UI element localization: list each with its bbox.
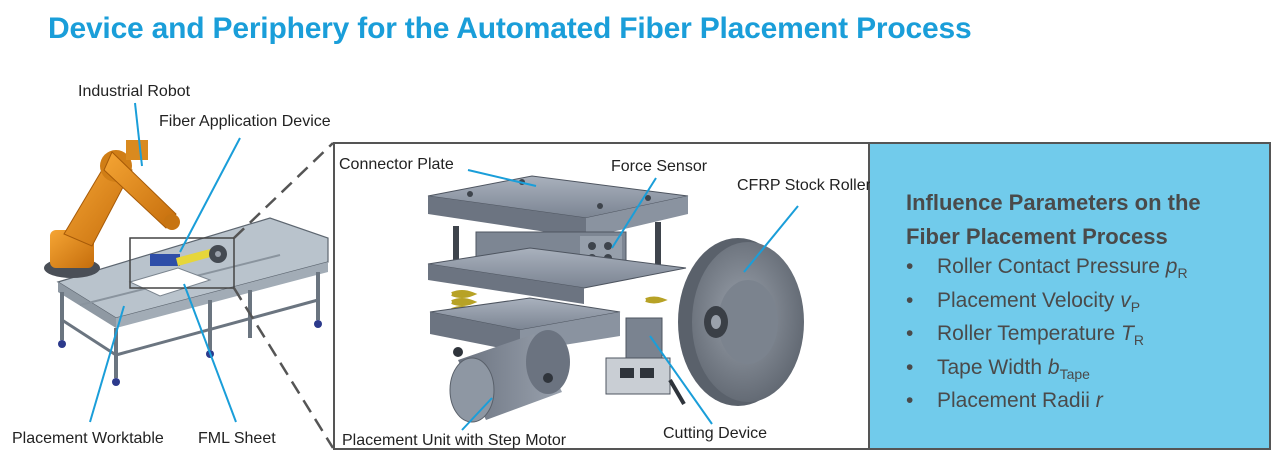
parameter-item: • Roller Temperature TR — [906, 317, 1188, 351]
influence-parameters-panel: Influence Parameters on the Fiber Placem… — [870, 142, 1271, 450]
page-title: Device and Periphery for the Automated F… — [48, 12, 972, 45]
connector-plate-drawing — [427, 175, 689, 238]
label-cfrp-stock-roller: CFRP Stock Roller — [737, 177, 871, 194]
robot-cell-illustration — [44, 140, 329, 386]
label-cutting-device: Cutting Device — [663, 425, 768, 442]
industrial-robot-drawing — [44, 140, 180, 278]
parameter-text: Placement Velocity — [937, 288, 1121, 312]
label-placement-worktable: Placement Worktable — [12, 430, 164, 447]
parameter-symbol: v — [1120, 288, 1131, 312]
bullet-icon: • — [906, 389, 914, 412]
detail-highlight-box — [129, 237, 235, 289]
label-industrial-robot: Industrial Robot — [78, 83, 191, 100]
label-connector-plate: Connector Plate — [339, 156, 454, 173]
parameter-text: Roller Contact Pressure — [937, 255, 1166, 278]
parameters-heading: Influence Parameters on the Fiber Placem… — [906, 190, 1201, 249]
leader-lines — [89, 102, 799, 431]
cfrp-stock-roller-drawing — [678, 238, 804, 406]
label-placement-unit: Placement Unit with Step Motor — [342, 432, 567, 449]
parameter-symbol: b — [1047, 355, 1060, 379]
parameter-subscript: Tape — [1059, 365, 1090, 382]
zoom-line-top — [233, 142, 334, 239]
bullet-icon: • — [906, 255, 914, 278]
zoom-line-bottom — [232, 287, 335, 449]
placement-worktable-drawing — [56, 217, 329, 386]
parameter-item: • Placement Velocity vP — [906, 284, 1188, 318]
fiber-application-device-drawing — [150, 245, 227, 266]
parameters-list: •Roller Contact Pressure pR •Placement V… — [906, 250, 1188, 418]
parameter-subscript: P — [1130, 298, 1141, 315]
parameter-item: • Tape Width bTape — [906, 351, 1188, 385]
parameter-item: • Placement Radii r — [906, 384, 1188, 418]
bullet-icon: • — [906, 355, 914, 379]
parameter-text: Placement Radii — [937, 389, 1096, 412]
label-fml-sheet: FML Sheet — [198, 430, 276, 447]
parameter-subscript: R — [1133, 332, 1144, 348]
parameter-item: • Roller Contact Pressure pR — [906, 250, 1188, 284]
parameter-symbol: r — [1095, 389, 1103, 412]
bullet-icon: • — [906, 288, 914, 312]
label-fiber-application-device: Fiber Application Device — [159, 113, 331, 130]
parameter-symbol: p — [1165, 255, 1178, 278]
parameter-subscript: R — [1177, 265, 1188, 281]
parameter-symbol: T — [1121, 322, 1134, 345]
cutting-device-drawing — [605, 317, 686, 406]
parameter-text: Roller Temperature — [937, 322, 1122, 345]
bullet-icon: • — [906, 322, 914, 345]
parameter-text: Tape Width — [937, 355, 1048, 379]
placement-unit-drawing — [449, 330, 570, 423]
label-force-sensor: Force Sensor — [611, 158, 708, 175]
